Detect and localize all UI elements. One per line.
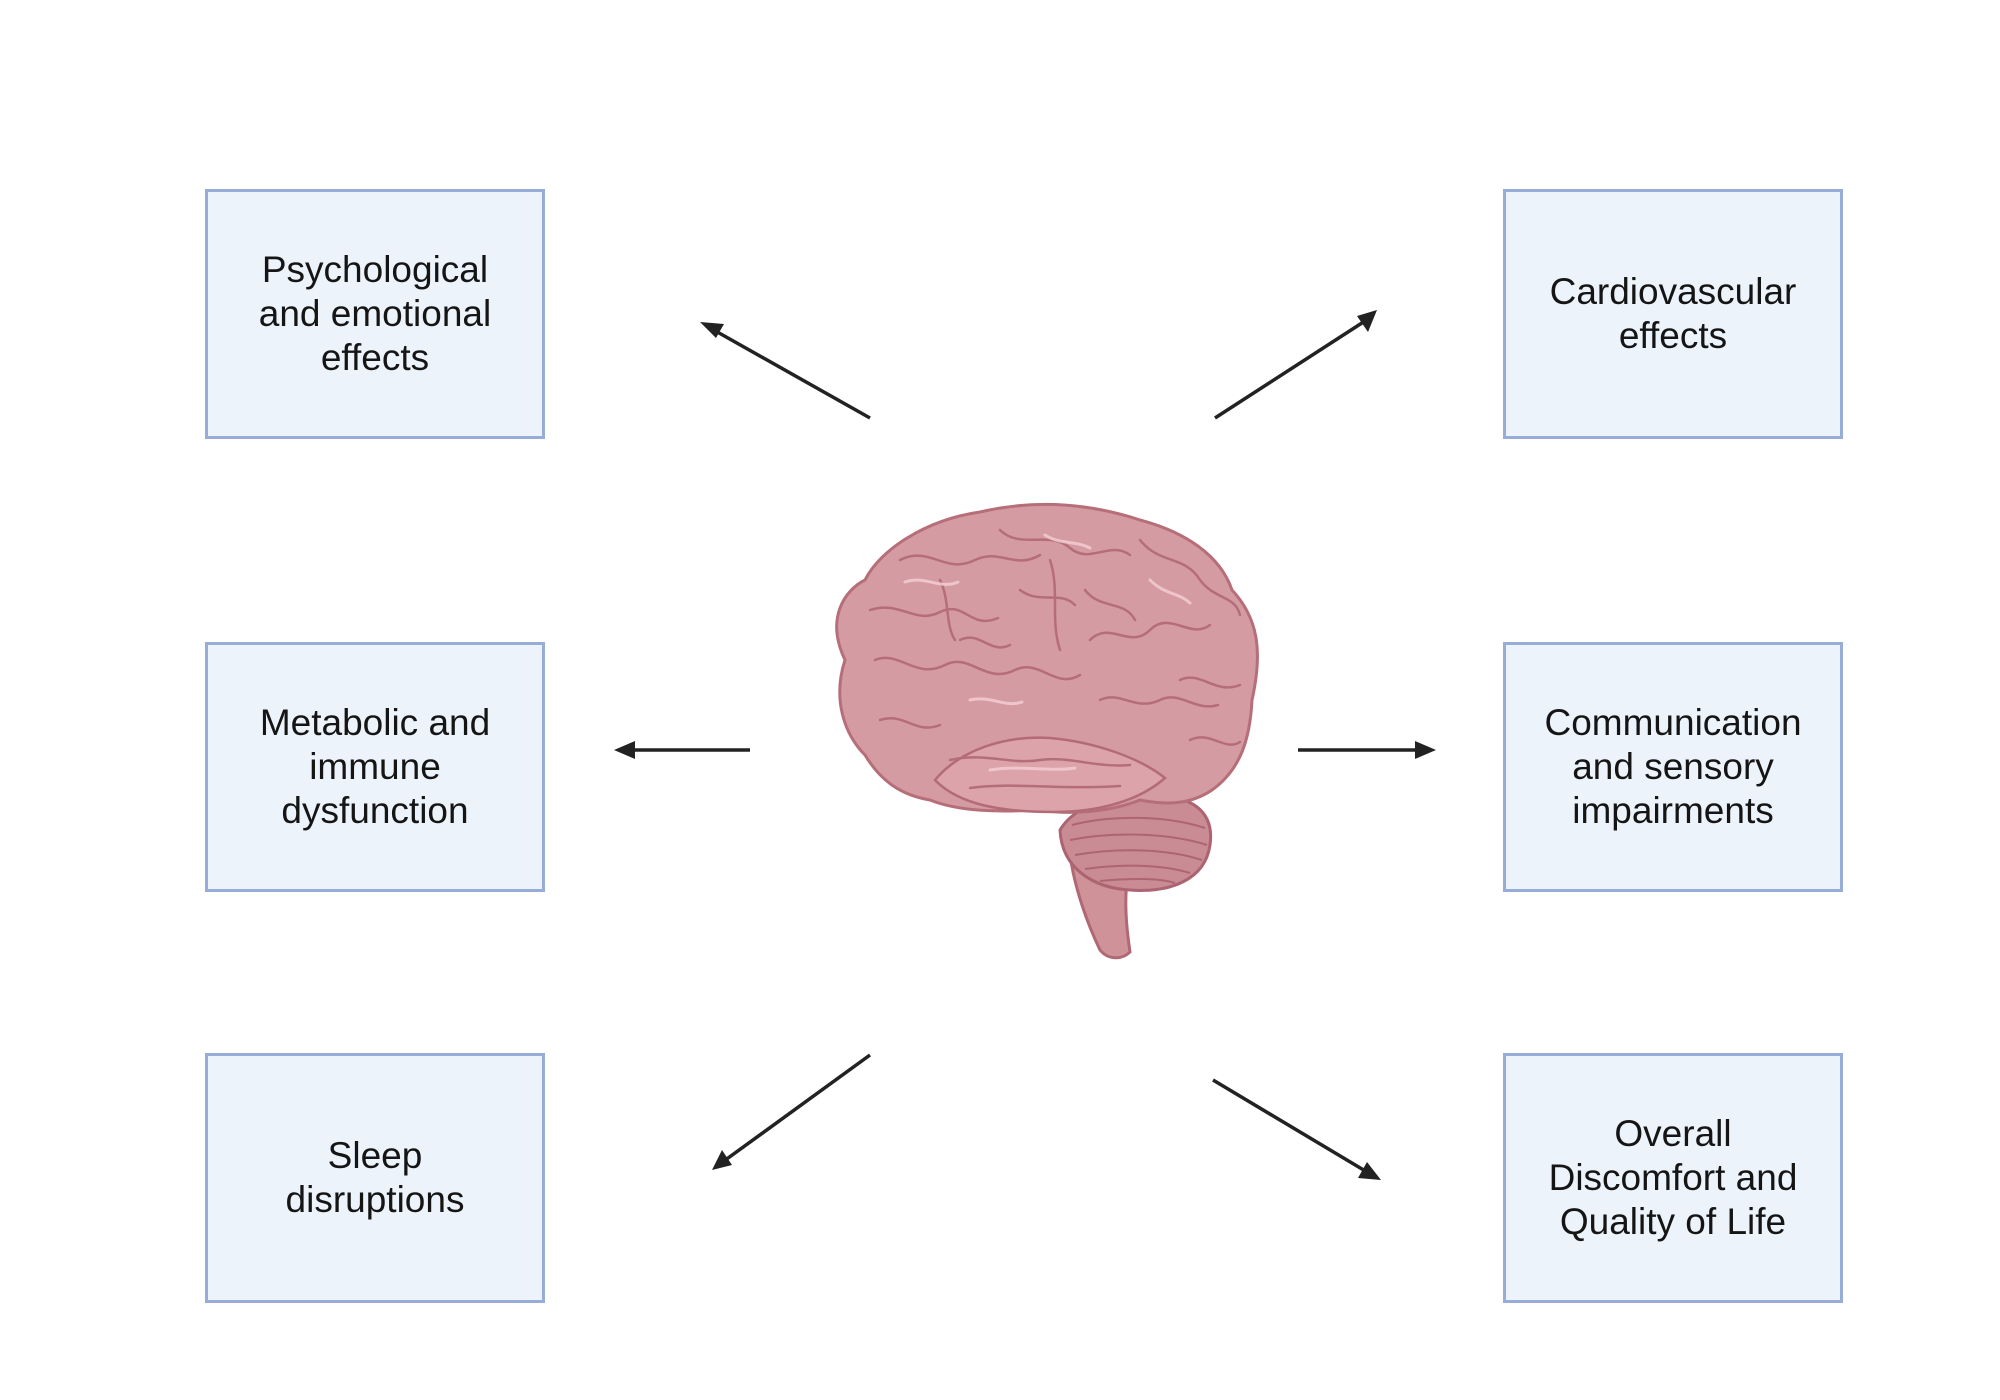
arrowhead-sleep bbox=[712, 1150, 732, 1170]
metabolic-immune-box: Metabolic and immune dysfunction bbox=[205, 642, 545, 892]
arrow-to-psychological bbox=[711, 327, 871, 420]
cardiovascular-effects-label: Cardiovascular effects bbox=[1549, 271, 1797, 356]
arrowhead-communication bbox=[1415, 741, 1436, 759]
cardiovascular-effects-box: Cardiovascular effects bbox=[1503, 189, 1843, 439]
arrowhead-metabolic bbox=[614, 741, 635, 759]
arrowhead-overall bbox=[1358, 1162, 1381, 1180]
arrowhead-cardiovascular bbox=[1357, 310, 1377, 332]
psychological-effects-label: Psychological and emotional effects bbox=[258, 249, 492, 378]
arrow-to-overall bbox=[1212, 1078, 1368, 1174]
arrow-to-cardiovascular bbox=[1214, 319, 1366, 420]
communication-sensory-box: Communication and sensory impairments bbox=[1503, 642, 1843, 892]
communication-sensory-label: Communication and sensory impairments bbox=[1544, 702, 1802, 831]
overall-discomfort-box: Overall Discomfort and Quality of Life bbox=[1503, 1053, 1843, 1303]
psychological-effects-box: Psychological and emotional effects bbox=[205, 189, 545, 439]
sleep-disruptions-label: Sleep disruptions bbox=[285, 1135, 465, 1220]
arrowhead-psychological bbox=[700, 322, 724, 338]
sleep-disruptions-box: Sleep disruptions bbox=[205, 1053, 545, 1303]
overall-discomfort-label: Overall Discomfort and Quality of Life bbox=[1548, 1113, 1798, 1242]
metabolic-immune-label: Metabolic and immune dysfunction bbox=[259, 702, 491, 831]
arrow-to-sleep bbox=[722, 1053, 872, 1163]
